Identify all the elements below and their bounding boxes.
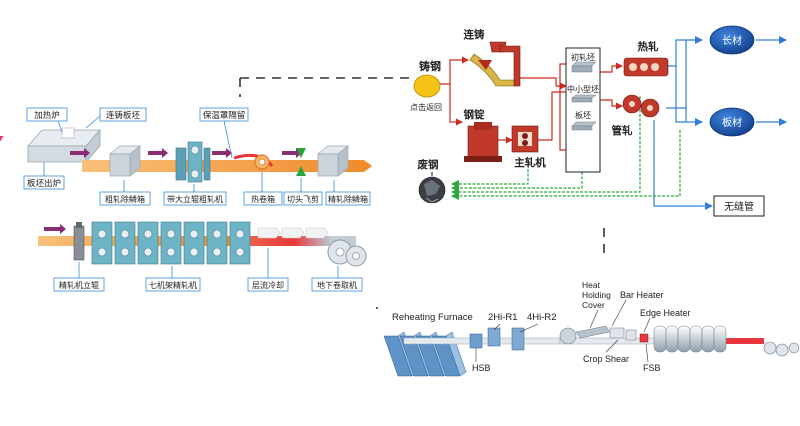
svg-text:带大立辊粗轧机: 带大立辊粗轧机 xyxy=(167,194,223,204)
label-reheating-furnace: 加热炉 xyxy=(26,107,68,122)
svg-text:七机架精轧机: 七机架精轧机 xyxy=(149,280,197,290)
label-finish-edger: 精轧机立辊 xyxy=(53,262,105,292)
svg-text:连铸板坯: 连铸板坯 xyxy=(106,110,141,121)
svg-text:Reheating Furnace: Reheating Furnace xyxy=(392,312,473,323)
label-seven-stand: 七机架精轧机 xyxy=(145,266,201,292)
downcoiler-graphic xyxy=(327,239,367,267)
svg-text:Heat: Heat xyxy=(582,280,601,290)
continuous-casting-node: 连铸 xyxy=(464,28,521,87)
svg-text:Bar Heater: Bar Heater xyxy=(620,290,664,300)
plate-products-node[interactable]: 板材 xyxy=(709,107,755,137)
svg-text:地下卷取机: 地下卷取机 xyxy=(317,280,357,290)
label-hot-coilbox: 热卷箱 xyxy=(243,172,283,206)
svg-text:2Hi-R1: 2Hi-R1 xyxy=(488,312,518,323)
svg-text:主轧机: 主轧机 xyxy=(514,156,546,169)
svg-text:点击返回: 点击返回 xyxy=(410,102,442,112)
reheating-furnace-graphic xyxy=(0,127,101,164)
r2-graphic xyxy=(511,323,539,351)
blue-flow-lines xyxy=(653,36,787,210)
svg-text:Crop Shear: Crop Shear xyxy=(583,354,629,364)
finish-descaler-graphic xyxy=(317,145,349,177)
row2-flow-arrows xyxy=(44,224,66,234)
label-slab-exit: 板坯出炉 xyxy=(23,175,65,190)
svg-text:中小型坯: 中小型坯 xyxy=(567,84,599,94)
svg-text:板坯出炉: 板坯出炉 xyxy=(27,178,61,189)
process-flow: 铸钢 点击返回 连铸 钢锭 主轧机 初轧坯 xyxy=(410,25,787,217)
coilbox-area-graphic xyxy=(559,299,627,345)
english-downcoiler-graphic xyxy=(763,341,800,357)
label-laminar-cooling: 层流冷却 xyxy=(247,248,289,292)
svg-text:板材: 板材 xyxy=(722,116,742,129)
svg-text:长材: 长材 xyxy=(722,34,742,47)
ingot-node: 钢锭 xyxy=(464,108,502,162)
laminar-cooling-graphic xyxy=(257,227,329,239)
svg-text:热卷箱: 热卷箱 xyxy=(251,194,275,204)
green-flow-lines xyxy=(451,96,681,200)
label-cast-slab: 连铸板坯 xyxy=(99,107,147,122)
billet-types-box: 初轧坯 中小型坯 板坯 xyxy=(565,47,601,173)
hsb-graphic xyxy=(469,333,483,362)
long-products-node[interactable]: 长材 xyxy=(709,25,755,55)
svg-text:粗轧除鳞箱: 粗轧除鳞箱 xyxy=(105,194,145,204)
svg-text:热轧: 热轧 xyxy=(638,40,659,53)
steel-making-node[interactable]: 铸钢 点击返回 xyxy=(410,59,442,112)
finish-edger-graphic xyxy=(73,222,85,261)
svg-text:保温罩隔留: 保温罩隔留 xyxy=(203,110,246,121)
english-layout: Reheating Furnace 2Hi-R1 4Hi-R2 Heat Hol… xyxy=(383,280,800,377)
crop-shear-graphic xyxy=(296,148,306,176)
svg-text:切头飞剪: 切头飞剪 xyxy=(287,194,319,204)
label-heat-cover: 保温罩隔留 xyxy=(199,107,249,122)
svg-text:精轧除鳞箱: 精轧除鳞箱 xyxy=(328,194,368,204)
svg-text:废钢: 废钢 xyxy=(418,158,439,171)
scrap-node: 废钢 xyxy=(418,158,446,204)
coilbox-graphic xyxy=(254,154,270,170)
svg-text:加热炉: 加热炉 xyxy=(34,110,60,121)
svg-text:Cover: Cover xyxy=(582,300,605,310)
finishing-stands-graphic xyxy=(653,325,727,353)
label-rough-descaler: 粗轧除鳞箱 xyxy=(99,180,151,206)
label-rough-mill: 带大立辊粗轧机 xyxy=(163,184,227,206)
svg-text:层流冷却: 层流冷却 xyxy=(252,280,284,290)
blooming-mill-node: 主轧机 xyxy=(511,125,546,169)
red-flow-lines xyxy=(440,56,623,151)
svg-text:精轧机立辊: 精轧机立辊 xyxy=(59,280,99,290)
rough-mill-graphic xyxy=(175,141,211,183)
svg-text:HSB: HSB xyxy=(472,363,491,373)
seamless-tube-node[interactable]: 无缝管 xyxy=(713,195,765,217)
svg-text:Holding: Holding xyxy=(582,290,611,300)
svg-text:铸钢: 铸钢 xyxy=(419,59,441,73)
rough-descaler-graphic xyxy=(109,145,141,177)
svg-text:初轧坯: 初轧坯 xyxy=(571,52,595,62)
svg-text:管轧: 管轧 xyxy=(612,124,633,137)
svg-text:连铸: 连铸 xyxy=(464,28,485,41)
tube-rolling-node: 管轧 xyxy=(612,94,660,137)
label-downcoiler: 地下卷取机 xyxy=(311,266,363,292)
hot-strip-mill: 加热炉 连铸板坯 板坯出炉 保温罩隔留 xyxy=(0,97,372,319)
svg-text:板坯: 板坯 xyxy=(575,110,591,120)
r1-graphic xyxy=(487,323,501,347)
svg-text:Edge Heater: Edge Heater xyxy=(640,308,691,318)
svg-text:4Hi-R2: 4Hi-R2 xyxy=(527,312,557,323)
svg-text:FSB: FSB xyxy=(643,363,661,373)
hot-rolling-node: 热轧 xyxy=(623,40,669,77)
svg-text:无缝管: 无缝管 xyxy=(724,200,754,213)
label-crop-shear: 切头飞剪 xyxy=(283,178,323,206)
svg-text:钢锭: 钢锭 xyxy=(464,108,485,121)
label-finish-descaler: 精轧除鳞箱 xyxy=(325,180,371,206)
heaters-graphic xyxy=(605,317,651,363)
seven-stand-graphic xyxy=(91,221,251,265)
